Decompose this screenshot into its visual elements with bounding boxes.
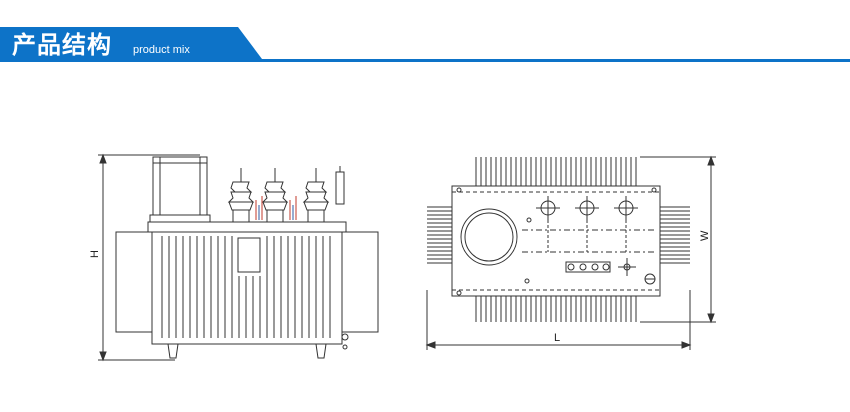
front-view: H: [89, 153, 379, 362]
top-tank-outline: [451, 185, 661, 297]
cooling-fins: [161, 236, 331, 338]
tank-cover: [147, 221, 347, 233]
section-subtitle: product mix: [133, 44, 190, 56]
width-label: W: [699, 230, 711, 241]
hv-bushing-tops: [536, 196, 638, 252]
gas-relay: [335, 166, 345, 205]
height-label: H: [89, 250, 101, 258]
section-title: 产品结构: [12, 31, 112, 59]
hv-bushings: [227, 168, 330, 223]
valve-fitting: [644, 273, 656, 285]
small-marks: [456, 187, 657, 296]
right-radiator: [341, 231, 379, 333]
length-label: L: [554, 332, 560, 344]
main-tank: [151, 231, 343, 345]
conservator-top: [460, 208, 518, 266]
left-radiator: [115, 231, 153, 333]
top-fins-lower: [475, 296, 637, 322]
width-dimension: [640, 155, 716, 324]
height-dimension: [98, 153, 200, 362]
top-fins-left: [427, 206, 452, 264]
nameplate: [237, 237, 261, 273]
top-fins-upper: [475, 157, 637, 186]
conservator-tank: [149, 156, 211, 223]
top-view: L W: [425, 155, 716, 350]
top-fins-right: [660, 206, 690, 264]
lv-terminals: [565, 258, 636, 276]
header-band: [0, 27, 850, 62]
length-dimension: [425, 290, 692, 350]
base-legs: [167, 333, 349, 359]
